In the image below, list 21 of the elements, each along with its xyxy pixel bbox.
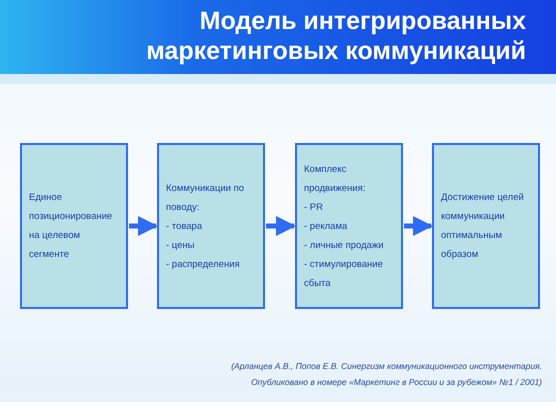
box-text: - цены	[166, 238, 196, 252]
arrow	[266, 216, 296, 236]
arrow	[404, 216, 433, 236]
arrow	[129, 216, 158, 236]
title: Модель интегрированных маркетинговых коммуникаций	[145, 6, 526, 66]
process-box	[295, 143, 403, 309]
box-text: - стимулирование сбыта	[304, 258, 384, 290]
box-text: - PR	[304, 200, 324, 214]
source-note: Опубликовано в номере «Маркетинг в России и за рубежом» №1 / 2001)	[251, 376, 542, 388]
box-text: - личные продажи	[304, 238, 385, 252]
box-text: - распределения	[166, 258, 241, 272]
box-text: Единое позиционирование на целевом сегменте	[29, 191, 114, 262]
box-text: Достижение целей коммуникации оптимальным образом	[441, 191, 525, 262]
process-box	[20, 143, 128, 309]
process-box	[157, 143, 265, 309]
process-box	[432, 143, 540, 309]
box-text: - товара	[166, 220, 204, 234]
box-text: Коммуникации по поводу:	[166, 182, 246, 214]
source-note: (Арланцев А.В., Попов Е.В. Синергизм коммуникационного инструментария.	[231, 360, 542, 372]
box-text: - реклама	[304, 220, 348, 234]
box-text: Комплекс продвижения:	[304, 162, 366, 196]
